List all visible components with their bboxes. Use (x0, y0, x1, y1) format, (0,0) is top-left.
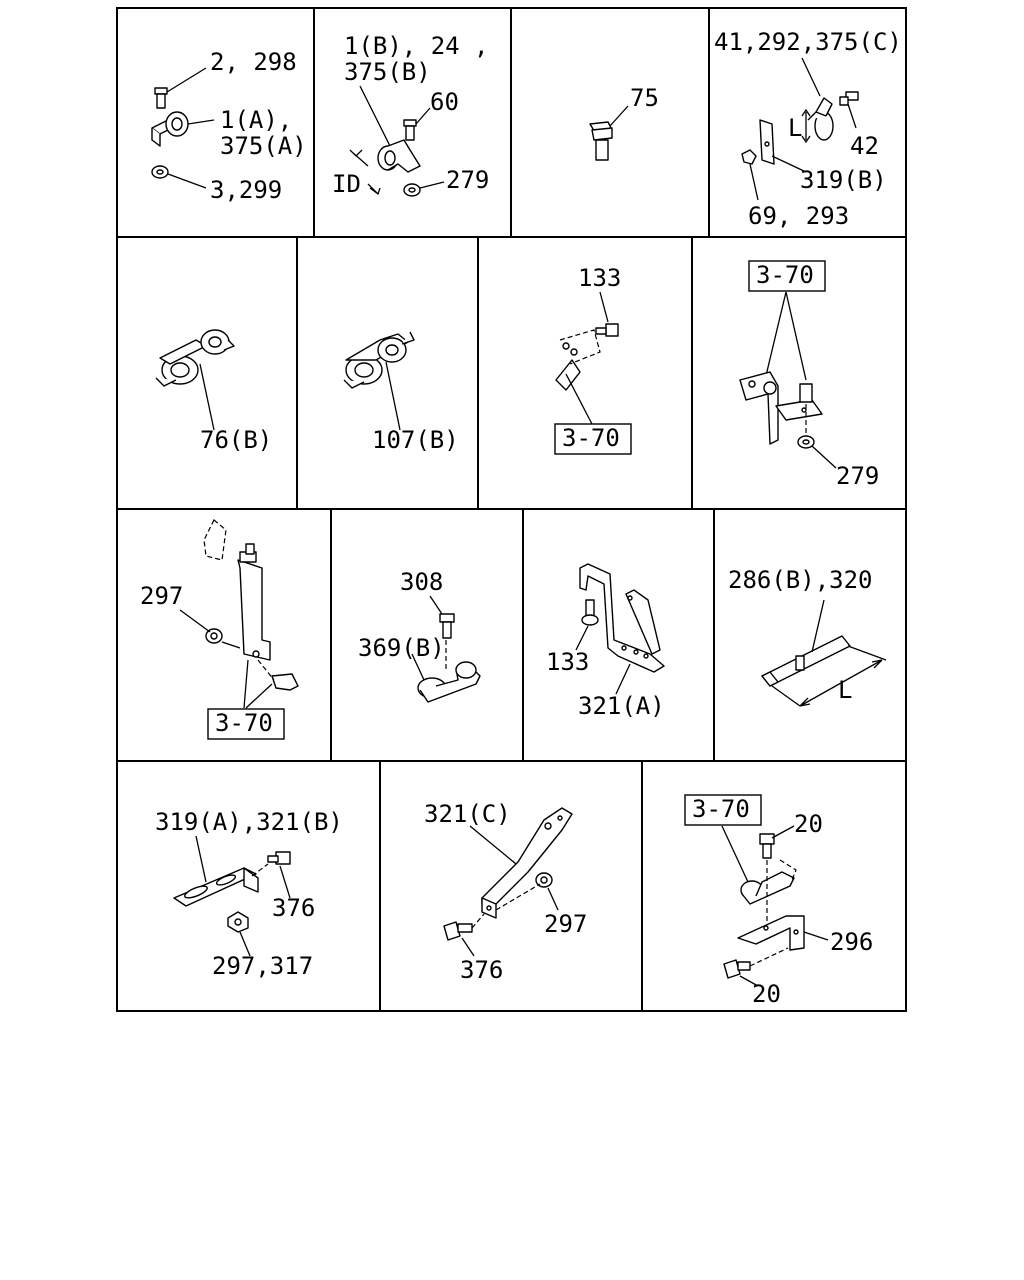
rod-icon (761, 635, 851, 687)
ref-3-70: 3-70 (562, 424, 620, 452)
nut-icon (205, 628, 223, 644)
label-2-298: 2, 298 (210, 48, 297, 76)
clip-icon (740, 859, 797, 905)
cell-6-double-clip: 107(B) (343, 331, 459, 454)
bracket-icon (579, 563, 665, 673)
cell-11-z-bracket: 133 321(A) (546, 563, 665, 720)
label-297: 297 (140, 582, 183, 610)
label-3-299: 3,299 (210, 176, 282, 204)
label-107b: 107(B) (372, 426, 459, 454)
label-376: 376 (460, 956, 503, 984)
cell-2-clip-with-bolt: 1(B), 24 , 375(B) 60 ID 279 (332, 32, 489, 198)
nut-icon (227, 911, 249, 933)
bolt-icon (443, 921, 473, 941)
nut-icon (797, 435, 815, 449)
cell-13-slotted-bracket: 319(A),321(B) 376 297,317 (155, 808, 343, 980)
label-321c: 321(C) (424, 800, 511, 828)
bracket-icon (481, 807, 573, 919)
cell-3-bolt: 75 (589, 84, 659, 161)
clip-icon (377, 139, 421, 173)
label-297: 297 (544, 910, 587, 938)
label-41-292-375c: 41,292,375(C) (714, 28, 902, 56)
ref-3-70: 3-70 (215, 709, 273, 737)
bracket-icon (203, 519, 271, 661)
label-375b: 375(B) (344, 58, 431, 86)
plate-icon (759, 119, 775, 165)
bolt-icon (154, 87, 168, 109)
label-133: 133 (546, 648, 589, 676)
label-l: L (788, 114, 802, 142)
ref-box (684, 794, 762, 826)
label-l: L (838, 676, 852, 704)
clip-icon (155, 329, 235, 387)
bolt-icon (403, 119, 417, 141)
ref-3-70: 3-70 (756, 261, 814, 289)
label-319a-321b: 319(A),321(B) (155, 808, 343, 836)
nut-icon (741, 149, 757, 165)
label-76b: 76(B) (200, 426, 272, 454)
clip-icon (807, 97, 834, 141)
bolt-icon (799, 383, 813, 403)
cell-8-bracket-bolt: 3-70 279 (739, 260, 879, 490)
cell-14-angle-bracket: 321(C) 297 376 (424, 800, 587, 984)
label-75: 75 (630, 84, 659, 112)
label-279: 279 (836, 462, 879, 490)
grid-frame (116, 7, 907, 1012)
cell-1-clip-assembly: 2, 298 1(A), 375(A) 3,299 (151, 48, 307, 204)
label-296: 296 (830, 928, 873, 956)
label-id: ID (332, 170, 361, 198)
cell-10-clip-bolt: 308 369(B) (358, 568, 481, 703)
cell-9-long-bracket: 297 3-70 (140, 519, 299, 740)
bracket-icon (555, 329, 601, 391)
label-133: 133 (578, 264, 621, 292)
nut-icon (403, 183, 421, 197)
label-297-317: 297,317 (212, 952, 313, 980)
clip-icon (417, 661, 481, 703)
cell-12-rod: 286(B),320 L (728, 566, 887, 707)
label-20: 20 (752, 980, 781, 1008)
nut-icon (535, 872, 553, 888)
label-321a: 321(A) (578, 692, 665, 720)
label-279: 279 (446, 166, 489, 194)
bolt-icon (581, 599, 599, 626)
label-42: 42 (850, 132, 879, 160)
cell-4-clip-plate: 41,292,375(C) L 42 319(B) 69, 293 (714, 28, 902, 230)
bolt-icon (439, 613, 455, 639)
label-319b: 319(B) (800, 166, 887, 194)
bracket-icon (173, 867, 259, 907)
label-308: 308 (400, 568, 443, 596)
label-1a: 1(A), (220, 106, 292, 134)
label-69-293: 69, 293 (748, 202, 849, 230)
bolt-icon (723, 959, 751, 979)
bolt-icon (595, 323, 619, 337)
clip-icon (151, 111, 189, 147)
bolt-icon (271, 673, 299, 691)
label-375a: 375(A) (220, 132, 307, 160)
bolt-icon (759, 833, 775, 859)
ref-box (554, 423, 632, 455)
clip-icon (343, 331, 415, 389)
ref-box (748, 260, 826, 292)
cell-5-double-clip: 76(B) (155, 329, 272, 454)
label-376: 376 (272, 894, 315, 922)
ref-box (207, 708, 285, 740)
label-60: 60 (430, 88, 459, 116)
cell-15-clip-bracket: 3-70 20 296 20 (684, 794, 873, 1008)
bracket-icon (737, 915, 805, 951)
bolt-icon (589, 121, 613, 161)
bolt-icon (267, 851, 291, 865)
bolt-icon (839, 91, 859, 106)
label-369b: 369(B) (358, 634, 445, 662)
label-20: 20 (794, 810, 823, 838)
ref-3-70: 3-70 (692, 795, 750, 823)
label-286b-320: 286(B),320 (728, 566, 873, 594)
cell-7-bracket: 133 3-70 (554, 264, 632, 455)
bracket-icon (739, 371, 823, 445)
label-1b-24: 1(B), 24 , (344, 32, 489, 60)
nut-icon (151, 165, 169, 179)
